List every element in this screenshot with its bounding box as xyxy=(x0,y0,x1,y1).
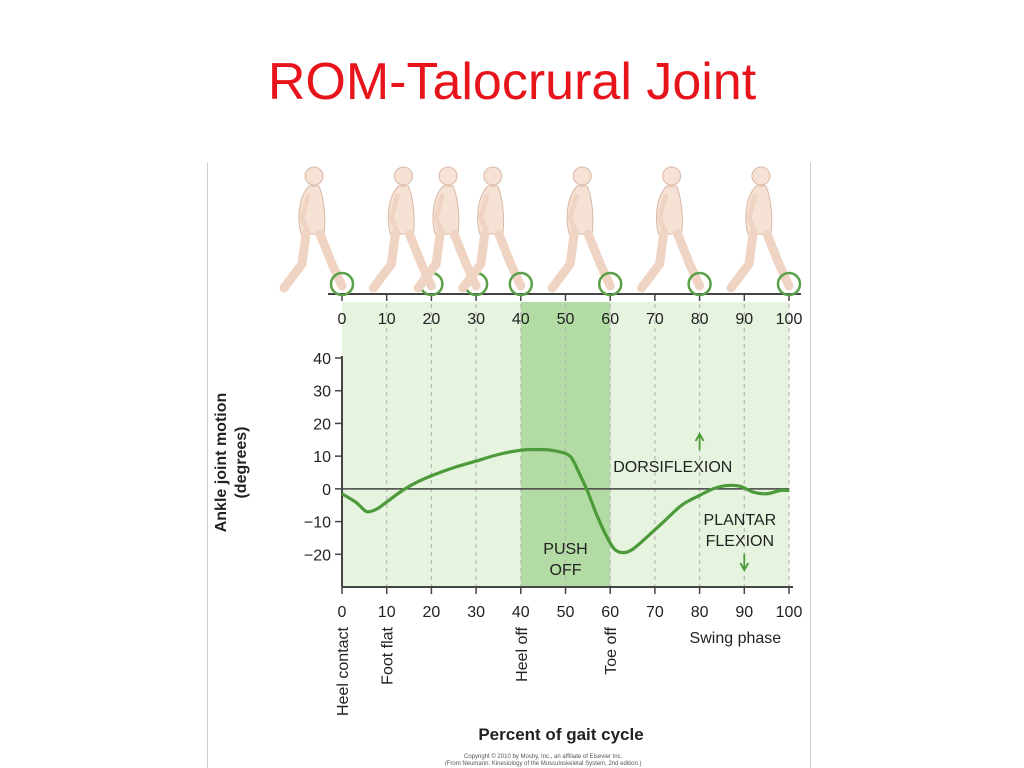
ankle-motion-series-line xyxy=(341,447,790,555)
y-axis-label-line2: (degrees) xyxy=(233,426,250,498)
dorsiflexion-label: DORSIFLEXION xyxy=(613,459,732,476)
y-tick-label: 40 xyxy=(313,351,331,368)
walker-head xyxy=(304,166,324,186)
push-off-label-line2: OFF xyxy=(550,562,582,579)
gait-event-label: Toe off xyxy=(603,626,620,674)
y-tick-label: 20 xyxy=(313,416,331,433)
gait-event-label: Foot flat xyxy=(380,626,397,684)
walker-figure-icon xyxy=(547,166,623,297)
walker-figure-icon xyxy=(413,166,489,297)
top-x-tick-label: 50 xyxy=(557,311,575,328)
walker-figure-icon xyxy=(726,166,802,297)
walker-figure-icon xyxy=(637,166,712,297)
ankle-circle-icon xyxy=(329,271,355,297)
plantar-flexion-label-line1: PLANTAR xyxy=(704,512,777,529)
y-axis-label-line1: Ankle joint motion xyxy=(213,393,230,533)
y-tick-label: 0 xyxy=(322,482,331,499)
y-tick-label: 10 xyxy=(313,449,331,466)
gait-event-label: Heel contact xyxy=(335,626,352,715)
x-tick-label: 40 xyxy=(512,604,530,621)
walker-head xyxy=(662,166,682,186)
y-tick-label: −10 xyxy=(304,515,331,532)
walker-figure-icon xyxy=(458,166,534,297)
walker-figure-icon xyxy=(368,166,444,297)
top-x-tick-label: 60 xyxy=(601,311,619,328)
x-axis-label: Percent of gait cycle xyxy=(478,725,643,744)
copyright-line2: (From Neumann: Kinesiology of the Muscul… xyxy=(445,761,642,767)
y-tick-label: −20 xyxy=(304,547,331,564)
walker-head xyxy=(751,166,771,186)
walker-arm xyxy=(388,193,400,235)
dorsiflexion-arrow-icon xyxy=(694,432,705,450)
x-tick-label: 90 xyxy=(735,604,753,621)
gait-event-label: Heel off xyxy=(514,626,531,681)
top-x-tick-label: 100 xyxy=(776,311,803,328)
x-tick-label: 30 xyxy=(467,604,485,621)
x-tick-label: 0 xyxy=(338,604,347,621)
top-x-tick-label: 40 xyxy=(512,311,530,328)
copyright-line1: Copyright © 2010 by Mosby, Inc., an affi… xyxy=(464,753,623,760)
slide-title: ROM-Talocrural Joint xyxy=(267,53,757,111)
top-x-tick-label: 90 xyxy=(735,311,753,328)
top-x-tick-label: 80 xyxy=(691,311,709,328)
walker-legs xyxy=(726,229,794,293)
x-tick-label: 10 xyxy=(378,604,396,621)
top-x-tick-label: 70 xyxy=(646,311,664,328)
walker-head xyxy=(393,166,413,186)
y-tick-label: 30 xyxy=(313,384,331,401)
walker-legs xyxy=(458,229,526,293)
walker-arm xyxy=(299,193,311,235)
x-tick-label: 80 xyxy=(691,604,709,621)
push-off-label-line1: PUSH xyxy=(543,541,587,558)
x-tick-label: 100 xyxy=(776,604,803,621)
walker-legs xyxy=(637,229,705,293)
ankle-circle-icon xyxy=(687,271,712,297)
top-x-tick-label: 10 xyxy=(378,311,396,328)
walker-legs xyxy=(547,229,615,293)
walker-head xyxy=(438,166,458,186)
x-tick-label: 70 xyxy=(646,604,664,621)
plantar-flexion-arrow-icon xyxy=(739,554,750,572)
gait-event-label-text: Foot flat xyxy=(380,626,397,684)
walker-arm xyxy=(433,193,445,235)
walker-legs xyxy=(279,229,347,293)
x-tick-label: 50 xyxy=(557,604,575,621)
swing-phase-label: Swing phase xyxy=(690,630,782,647)
walker-arm xyxy=(478,193,490,235)
ankle-circle-icon xyxy=(776,271,802,297)
walker-arm xyxy=(656,193,669,235)
x-tick-label: 60 xyxy=(601,604,619,621)
walker-head xyxy=(572,166,592,186)
plantar-flexion-label-line2: FLEXION xyxy=(706,533,774,550)
top-x-tick-label: 0 xyxy=(338,311,347,328)
walker-arm xyxy=(567,193,579,235)
ankle-circle-icon xyxy=(508,271,534,297)
gait-event-label-text: Heel contact xyxy=(335,626,352,715)
gait-event-label-text: Heel off xyxy=(514,626,531,681)
walker-head xyxy=(483,166,503,186)
walker-figure-icon xyxy=(279,166,355,297)
walker-arm xyxy=(746,193,758,235)
y-axis-label: Ankle joint motion(degrees) xyxy=(213,393,250,533)
gait-event-label-text: Toe off xyxy=(603,626,620,674)
top-x-tick-label: 20 xyxy=(423,311,441,328)
ankle-circle-icon xyxy=(597,271,623,297)
x-tick-label: 20 xyxy=(423,604,441,621)
top-x-tick-label: 30 xyxy=(467,311,485,328)
